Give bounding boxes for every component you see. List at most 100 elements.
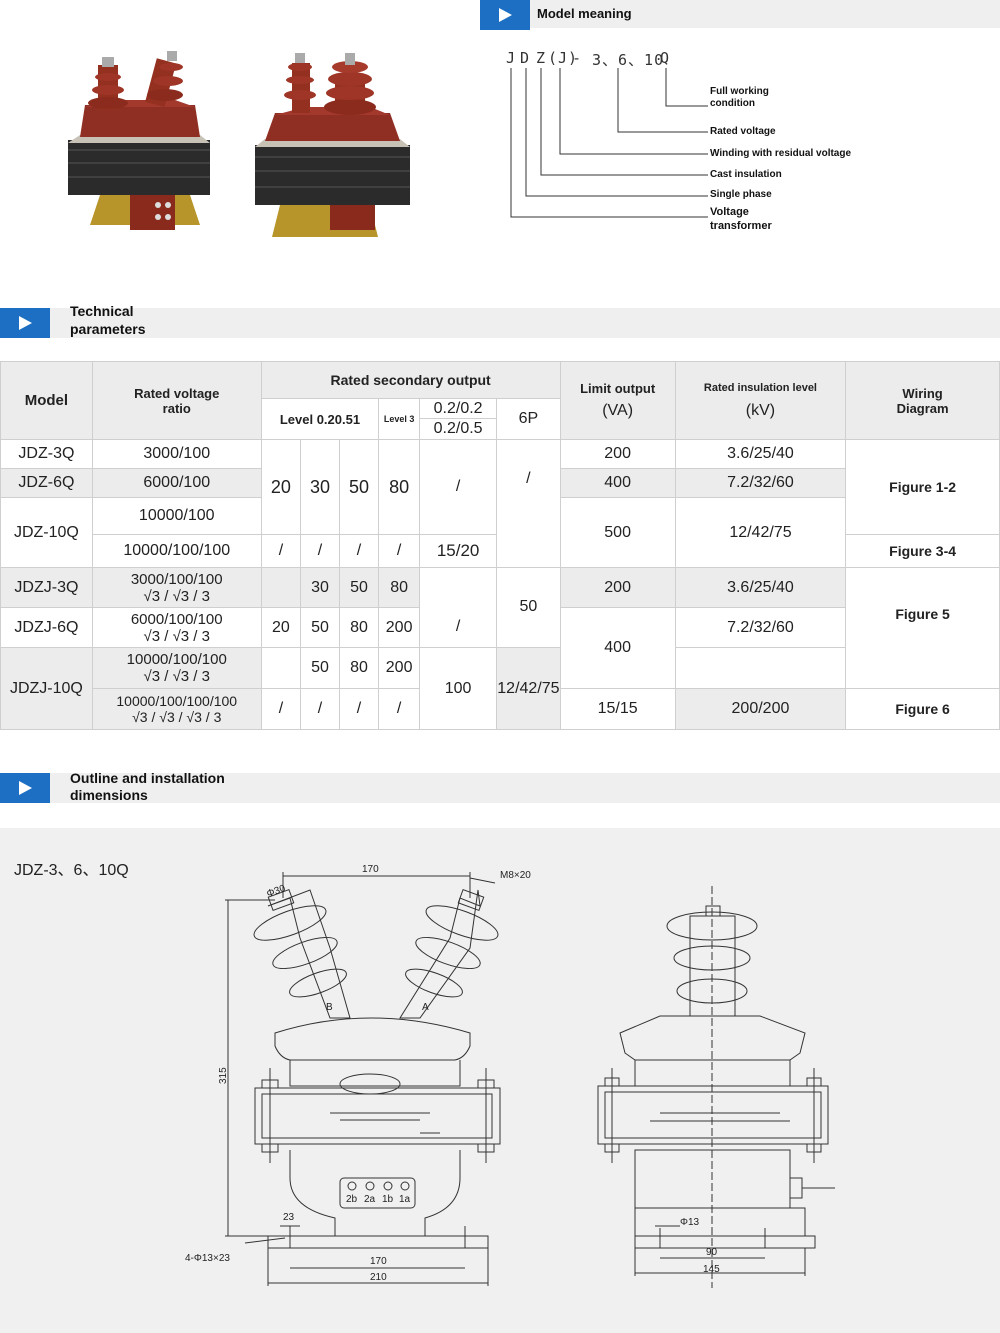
cell-ratio-frac: 10000/100/100 √3 / √3 / 3 <box>91 647 262 689</box>
cell-model: JDZJ-6Q <box>0 607 93 648</box>
cell-g1-f: / <box>496 439 561 568</box>
cell-slash: / <box>338 534 380 568</box>
cell-model: JDZJ-10Q <box>0 647 93 730</box>
cell-r6-c: 80 <box>338 647 380 689</box>
frac-num: 10000 <box>126 651 169 668</box>
th-wiring: Wiring Diagram <box>845 361 1000 440</box>
terminal-2a: 2a <box>364 1194 376 1205</box>
cell-slash: / <box>300 688 340 730</box>
code-d: D <box>520 49 531 67</box>
label-cast: Cast insulation <box>710 169 782 180</box>
frac-num: 100 <box>197 570 223 588</box>
label-winding: Winding with residual voltage <box>710 148 852 159</box>
th-limit: Limit output (VA) <box>559 361 676 440</box>
cell-fig34: Figure 3-4 <box>845 534 1000 568</box>
frac-num: 100 <box>201 651 227 668</box>
th-limit-unit: (VA) <box>602 402 634 419</box>
cell-insulation: 7.2/32/60 <box>674 607 847 648</box>
cell-ratio: 10000/100 <box>91 497 262 535</box>
cell-r4-b: 30 <box>300 567 340 608</box>
model-meaning-title: Model meaning <box>537 6 632 21</box>
cell-model: JDZ-10Q <box>0 497 93 568</box>
cell-r6-d: 200 <box>378 647 420 689</box>
terminal-2b: 2b <box>346 1194 358 1205</box>
model-meaning-bar <box>480 0 1000 28</box>
cell-r6-b: 50 <box>300 647 340 689</box>
cell-ratio: 3000/100 <box>91 439 262 469</box>
th-secondary: Rated secondary output <box>260 361 561 399</box>
tech-table: Model Rated voltage ratio Rated secondar… <box>0 361 1000 730</box>
label-single: Single phase <box>710 189 772 200</box>
cell-model: JDZJ-3Q <box>0 567 93 608</box>
cell-limit: 500 <box>559 497 676 568</box>
frac-den: 3 <box>201 627 210 645</box>
cell-slash: / <box>338 688 380 730</box>
cell-cls: 15/20 <box>418 534 498 568</box>
cell-fig12: Figure 1-2 <box>845 439 1000 535</box>
cell-r67-insulation: 12/42/75 <box>496 647 561 730</box>
cell-g1-b: 30 <box>300 439 340 535</box>
dim-145: 145 <box>703 1264 720 1275</box>
th-cls-a: 0.2/0.2 <box>419 399 497 419</box>
th-model: Model <box>0 361 93 440</box>
outline-title-2: dimensions <box>70 787 148 803</box>
cell-ratio: 6000/100 <box>91 468 262 498</box>
tech-title-1: Technical <box>70 303 134 319</box>
cell-insulation: 3.6/25/40 <box>674 439 847 469</box>
cell-g1-a: 20 <box>260 439 302 535</box>
dim-170-top: 170 <box>362 864 379 875</box>
cell-slash: / <box>300 534 340 568</box>
cell-limit: 200/200 <box>674 688 847 730</box>
frac-den: √3 <box>186 709 202 725</box>
model-meaning-play-icon[interactable] <box>480 0 530 30</box>
cell-empty <box>260 647 302 689</box>
cell-insulation: 12/42/75 <box>674 497 847 568</box>
cell-fig5: Figure 5 <box>845 567 1000 689</box>
frac-den: √3 <box>172 587 190 605</box>
code-voltages: 3、6、10 <box>592 51 665 69</box>
product-photo-right <box>255 53 410 237</box>
dim-phi13: Φ13 <box>680 1217 700 1228</box>
frac-den: √3 <box>143 587 161 605</box>
cell-r5-a: 20 <box>260 607 302 648</box>
frac-num: 100 <box>213 693 238 709</box>
dim-315: 315 <box>218 1067 229 1084</box>
frac-num: 100 <box>168 610 194 628</box>
terminal-1b: 1b <box>382 1194 394 1205</box>
drawing-title: JDZ-3、6、10Q <box>14 862 129 879</box>
frac-num: 3000 <box>130 570 165 588</box>
cell-r4-c: 50 <box>338 567 380 608</box>
dim-m8: M8×20 <box>500 870 531 881</box>
frac-num: 100 <box>172 651 198 668</box>
outline-bar <box>0 773 1000 803</box>
frac-num: 100 <box>186 693 210 709</box>
cell-insulation: 7.2/32/60 <box>674 468 847 498</box>
cell-g1-e: / <box>418 439 498 535</box>
th-cls-b: 0.2/0.5 <box>433 420 483 437</box>
cell-limit: 200 <box>559 567 676 608</box>
code-jparen: (J) <box>548 49 579 67</box>
frac-den: 3 <box>213 709 222 725</box>
cell-slash: / <box>260 534 302 568</box>
th-insulation-text: Rated insulation level <box>703 381 817 394</box>
mark-a: A <box>422 1002 429 1013</box>
side-view-drawing: Φ13 90 145 <box>597 886 835 1288</box>
frac-num: 100 <box>159 693 183 709</box>
tech-play-icon[interactable] <box>0 308 50 338</box>
th-level3: Level 3 <box>378 398 420 440</box>
th-cls: 0.2/0.2 0.2/0.5 <box>418 398 498 440</box>
frac-den: √3 <box>143 668 161 685</box>
code-q: Q <box>660 49 671 67</box>
cell-g1-c: 50 <box>338 439 380 535</box>
frac-den: 3 <box>201 668 210 685</box>
model-meaning-leaders <box>510 68 708 218</box>
outline-play-icon[interactable] <box>0 773 50 803</box>
cell-r45-cls: / <box>418 567 498 648</box>
cell-slash: / <box>378 534 420 568</box>
th-insulation-unit: (kV) <box>745 401 776 419</box>
th-limit-text: Limit output <box>580 381 656 396</box>
code-dash: - <box>572 49 583 67</box>
th-insulation: Rated insulation level (kV) <box>674 361 847 440</box>
dim-23: 23 <box>283 1212 295 1223</box>
cell-limit: 200 <box>559 439 676 469</box>
